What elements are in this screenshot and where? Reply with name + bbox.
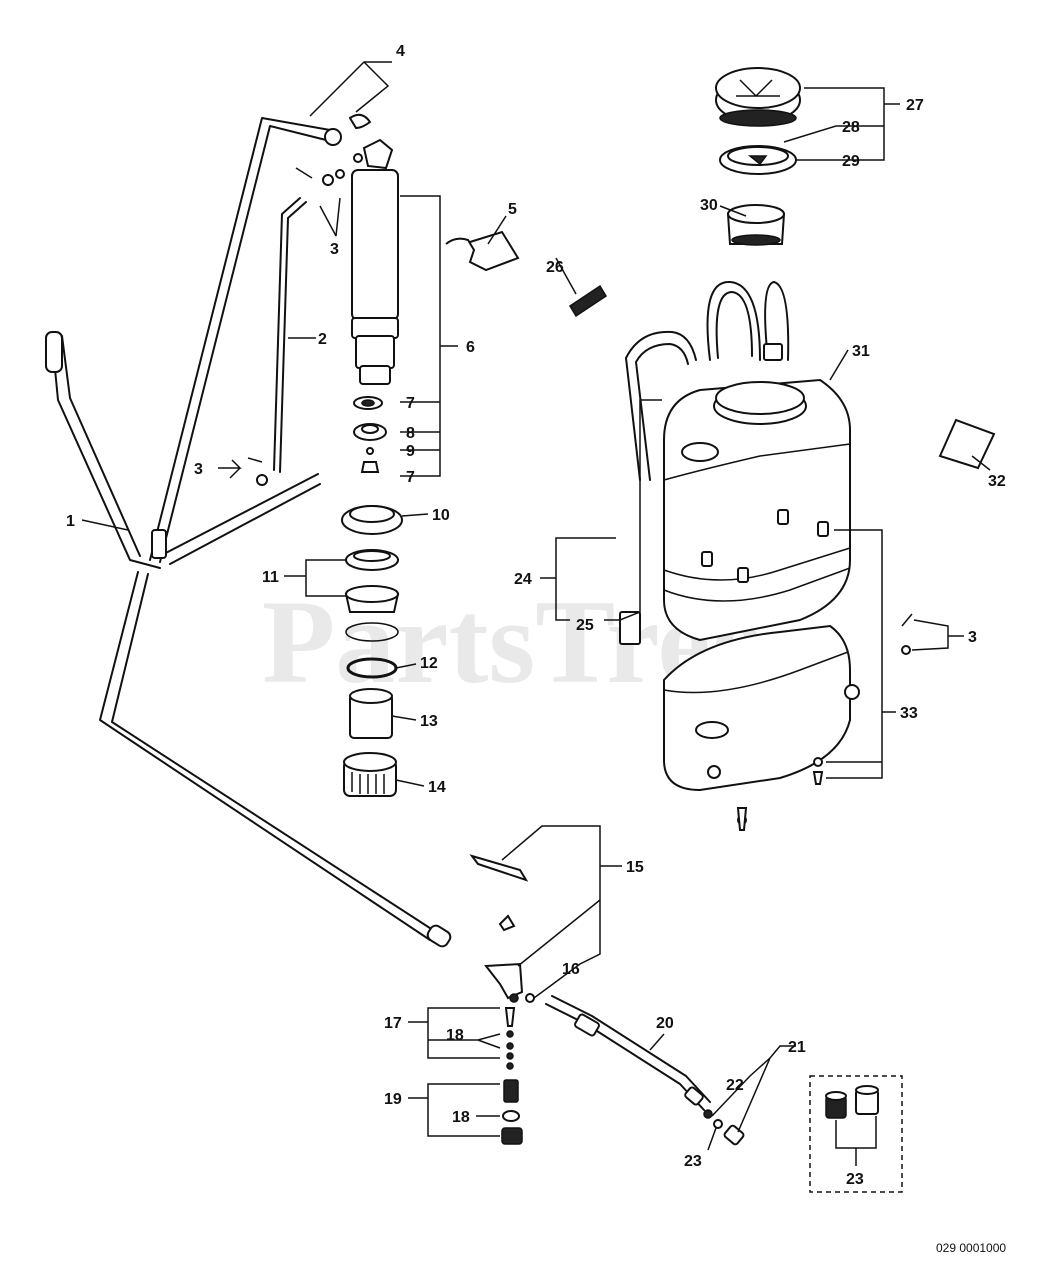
- part-nozzle-tips: [809, 1075, 903, 1193]
- part-valve-handle: [469, 854, 529, 932]
- diagram-code: 029 0001000: [936, 1241, 1006, 1255]
- callout-7b: 7: [406, 469, 415, 486]
- part-label: [938, 418, 996, 470]
- callout-4: 4: [396, 43, 405, 60]
- callout-13: 13: [420, 713, 438, 730]
- callout-24: 24: [514, 571, 532, 588]
- callout-18b: 18: [452, 1109, 470, 1126]
- callout-29: 29: [842, 153, 860, 170]
- part-handle-frame: [45, 117, 452, 948]
- callout-1: 1: [66, 513, 75, 530]
- callout-5: 5: [508, 201, 517, 218]
- part-washers: [353, 396, 387, 473]
- leader-lines: [81, 61, 991, 1166]
- callout-11: 11: [262, 569, 279, 586]
- callout-12: 12: [420, 655, 438, 672]
- callout-15: 15: [626, 859, 644, 876]
- part-tank-lid: [715, 67, 801, 127]
- callout-6: 6: [466, 339, 475, 356]
- callout-3a: 3: [330, 241, 339, 258]
- part-cap: [343, 752, 397, 797]
- callout-2: 2: [318, 331, 327, 348]
- callout-32: 32: [988, 473, 1006, 490]
- part-tank: [619, 280, 860, 831]
- callout-23a: 23: [684, 1153, 702, 1170]
- callout-10: 10: [432, 507, 450, 524]
- callout-25: 25: [576, 617, 594, 634]
- part-lid-gasket: [719, 145, 797, 175]
- callout-30: 30: [700, 197, 718, 214]
- part-ring-set: [344, 549, 400, 642]
- part-bracket: [445, 230, 520, 272]
- part-rod: [273, 197, 307, 473]
- callout-31: 31: [852, 343, 870, 360]
- callout-3b: 3: [194, 461, 203, 478]
- callout-22: 22: [726, 1077, 744, 1094]
- callout-28: 28: [842, 119, 860, 136]
- part-strainer: [726, 204, 786, 246]
- part-valve-internals: [501, 1007, 523, 1145]
- callout-26: 26: [546, 259, 564, 276]
- part-nozzle: [703, 1109, 745, 1146]
- callout-7a: 7: [406, 395, 415, 412]
- callout-18a: 18: [446, 1027, 464, 1044]
- callout-33: 33: [900, 705, 918, 722]
- callout-21: 21: [788, 1039, 806, 1056]
- callout-16: 16: [562, 961, 580, 978]
- callout-20: 20: [656, 1015, 674, 1032]
- part-nut: [341, 505, 403, 535]
- part-valve-body: [484, 962, 535, 1003]
- part-strap-piece: [568, 284, 608, 318]
- part-pump-cylinder: [351, 138, 399, 385]
- callout-23b: 23: [846, 1171, 864, 1188]
- callout-17: 17: [384, 1015, 402, 1032]
- part-clip: [348, 113, 372, 163]
- callout-labels: 1 2 3 3 3 4 5 6 7 7 8 9 10 11 12 13 14 1…: [66, 43, 1006, 1188]
- callout-14: 14: [428, 779, 446, 796]
- callout-19: 19: [384, 1091, 402, 1108]
- part-pin-right: [901, 613, 913, 655]
- callout-8: 8: [406, 425, 415, 442]
- callout-3c: 3: [968, 629, 977, 646]
- part-pins-left: [247, 167, 345, 486]
- callout-9: 9: [406, 443, 415, 460]
- callout-27: 27: [906, 97, 924, 114]
- part-wand: [545, 995, 711, 1111]
- part-sleeve: [349, 688, 393, 739]
